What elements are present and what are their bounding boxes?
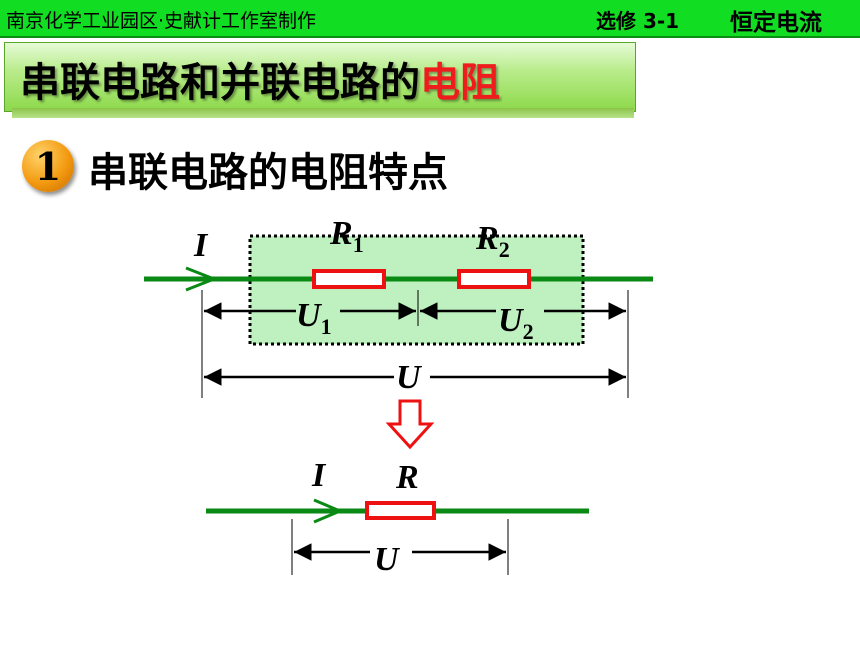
resistor-r1 — [312, 269, 386, 289]
down-arrow-icon — [385, 399, 435, 450]
slide-title: 串联电路和并联电路的电阻 — [20, 50, 500, 108]
resistor-r — [365, 501, 436, 520]
current-arrow — [185, 266, 219, 292]
title-panel — [4, 42, 636, 112]
title-panel-shadow — [12, 108, 634, 118]
current-arrow-equivalent — [313, 498, 344, 524]
u1-label: U1 — [296, 297, 332, 339]
slide-title-highlight: 电阻 — [420, 60, 500, 106]
u2-label: U2 — [498, 302, 534, 344]
current-label: I — [193, 227, 209, 264]
section-number-badge: 1 — [22, 140, 74, 192]
section-heading: 串联电路的电阻特点 — [88, 150, 448, 196]
r-label: R — [395, 459, 419, 496]
u-total-label: U — [396, 359, 423, 396]
section-number: 1 — [34, 144, 62, 189]
slide-title-main: 串联电路和并联电路的 — [20, 60, 420, 106]
header-chapter: 恒定电流 — [730, 10, 822, 36]
header-course: 选修 3-1 — [596, 9, 680, 33]
r1-label: R1 — [329, 215, 364, 257]
current-label-equivalent: I — [311, 457, 327, 494]
header-studio-text: 南京化学工业园区·史献计工作室制作 — [6, 10, 317, 32]
u-eq-label: U — [374, 541, 401, 578]
header-bar: 南京化学工业园区·史献计工作室制作 选修 3-1 恒定电流 — [0, 0, 860, 38]
equivalent-box — [248, 234, 585, 346]
resistor-r2 — [457, 269, 531, 289]
r2-label: R2 — [475, 220, 510, 262]
